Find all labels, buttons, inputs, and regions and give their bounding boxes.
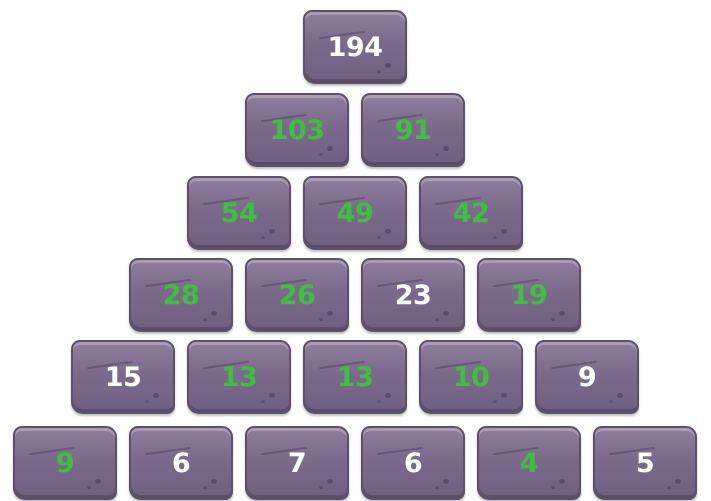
pyramid-brick[interactable]: 49 xyxy=(303,176,407,250)
given-number: 6 xyxy=(404,448,422,479)
given-number: 5 xyxy=(636,448,654,479)
answer-number: 28 xyxy=(163,280,200,311)
pyramid-brick[interactable]: 28 xyxy=(129,258,233,332)
pyramid-brick[interactable]: 10 xyxy=(419,340,523,414)
pyramid-brick: 5 xyxy=(593,426,697,500)
pyramid-brick: 194 xyxy=(303,10,407,84)
given-number: 23 xyxy=(395,280,432,311)
answer-number: 91 xyxy=(395,115,432,146)
pyramid-brick[interactable]: 9 xyxy=(13,426,117,500)
answer-number: 4 xyxy=(520,448,538,479)
pyramid-brick[interactable]: 4 xyxy=(477,426,581,500)
given-number: 194 xyxy=(328,32,383,63)
answer-number: 13 xyxy=(337,362,374,393)
answer-number: 54 xyxy=(221,198,258,229)
answer-number: 26 xyxy=(279,280,316,311)
pyramid-brick[interactable]: 19 xyxy=(477,258,581,332)
pyramid-brick: 6 xyxy=(129,426,233,500)
pyramid-brick[interactable]: 91 xyxy=(361,93,465,167)
answer-number: 9 xyxy=(56,448,74,479)
given-number: 7 xyxy=(288,448,306,479)
pyramid-brick: 15 xyxy=(71,340,175,414)
pyramid-brick[interactable]: 54 xyxy=(187,176,291,250)
pyramid-brick: 23 xyxy=(361,258,465,332)
pyramid-brick[interactable]: 26 xyxy=(245,258,349,332)
pyramid-brick[interactable]: 13 xyxy=(303,340,407,414)
answer-number: 49 xyxy=(337,198,374,229)
answer-number: 10 xyxy=(453,362,490,393)
pyramid-brick: 9 xyxy=(535,340,639,414)
answer-number: 13 xyxy=(221,362,258,393)
given-number: 15 xyxy=(105,362,142,393)
answer-number: 103 xyxy=(270,115,325,146)
answer-number: 19 xyxy=(511,280,548,311)
pyramid-brick[interactable]: 13 xyxy=(187,340,291,414)
given-number: 6 xyxy=(172,448,190,479)
pyramid-brick: 6 xyxy=(361,426,465,500)
given-number: 9 xyxy=(578,362,596,393)
pyramid-brick[interactable]: 103 xyxy=(245,93,349,167)
answer-number: 42 xyxy=(453,198,490,229)
pyramid-brick: 7 xyxy=(245,426,349,500)
pyramid-brick[interactable]: 42 xyxy=(419,176,523,250)
